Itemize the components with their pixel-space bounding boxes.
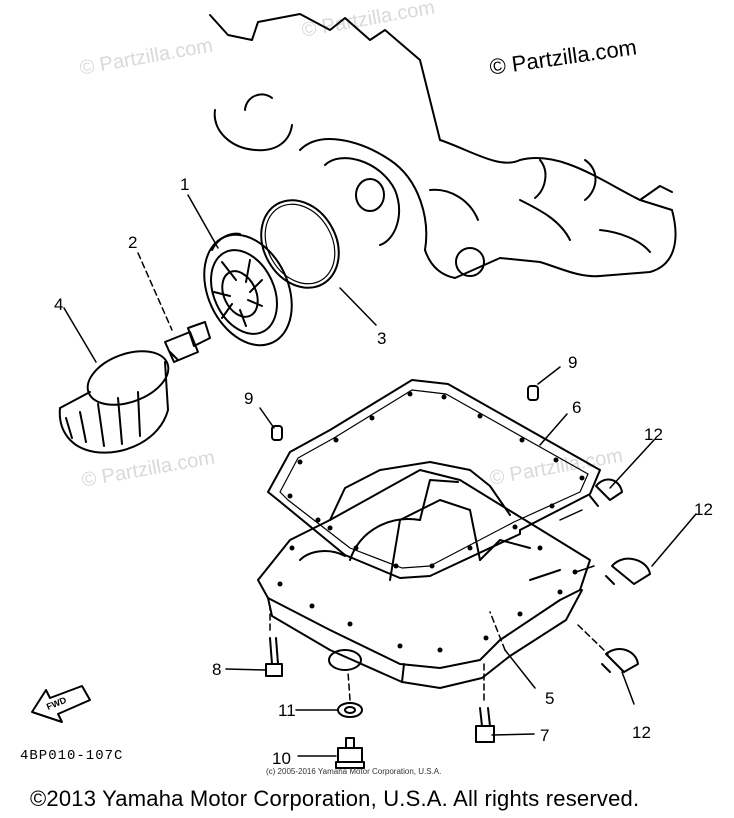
callout-7: 7 [540,726,549,745]
bolt-7 [475,707,495,743]
drain-bolt [335,737,365,769]
oil-filter-mount [203,232,293,347]
dowel-pin-right [527,385,539,401]
union-bolt [164,321,211,363]
oil-pan [257,461,591,689]
dowel-pin-left [271,425,283,441]
o-ring [260,199,340,289]
callout-9-left: 9 [244,389,253,408]
callout-12-upper: 12 [644,425,663,444]
oil-pan-gasket [267,379,601,579]
callout-10: 10 [272,749,291,768]
oil-filter [58,350,170,454]
callout-4: 4 [54,295,63,314]
callout-1: 1 [180,175,189,194]
footer-copyright: ©2013 Yamaha Motor Corporation, U.S.A. A… [30,786,640,811]
fwd-label: FWD [45,695,68,712]
forward-arrow-icon [31,685,91,723]
callout-12-lower: 12 [632,723,651,742]
callout-12-middle: 12 [694,500,713,519]
engine-crankcase [209,13,677,279]
callout-3: 3 [377,329,386,348]
small-copyright: (c) 2005-2016 Yamaha Motor Corporation, … [266,767,442,776]
bolt-8 [265,637,283,677]
diagram-code: 4BP010-107C [20,748,124,764]
hose-clamp-lower [601,648,639,673]
hose-clamp-middle [605,557,651,585]
callout-5: 5 [545,689,554,708]
drain-washer [337,702,363,718]
callout-9-right: 9 [568,353,577,372]
callout-8: 8 [212,660,221,679]
callout-6: 6 [572,398,581,417]
callout-11: 11 [278,701,296,720]
callout-2: 2 [128,233,137,252]
